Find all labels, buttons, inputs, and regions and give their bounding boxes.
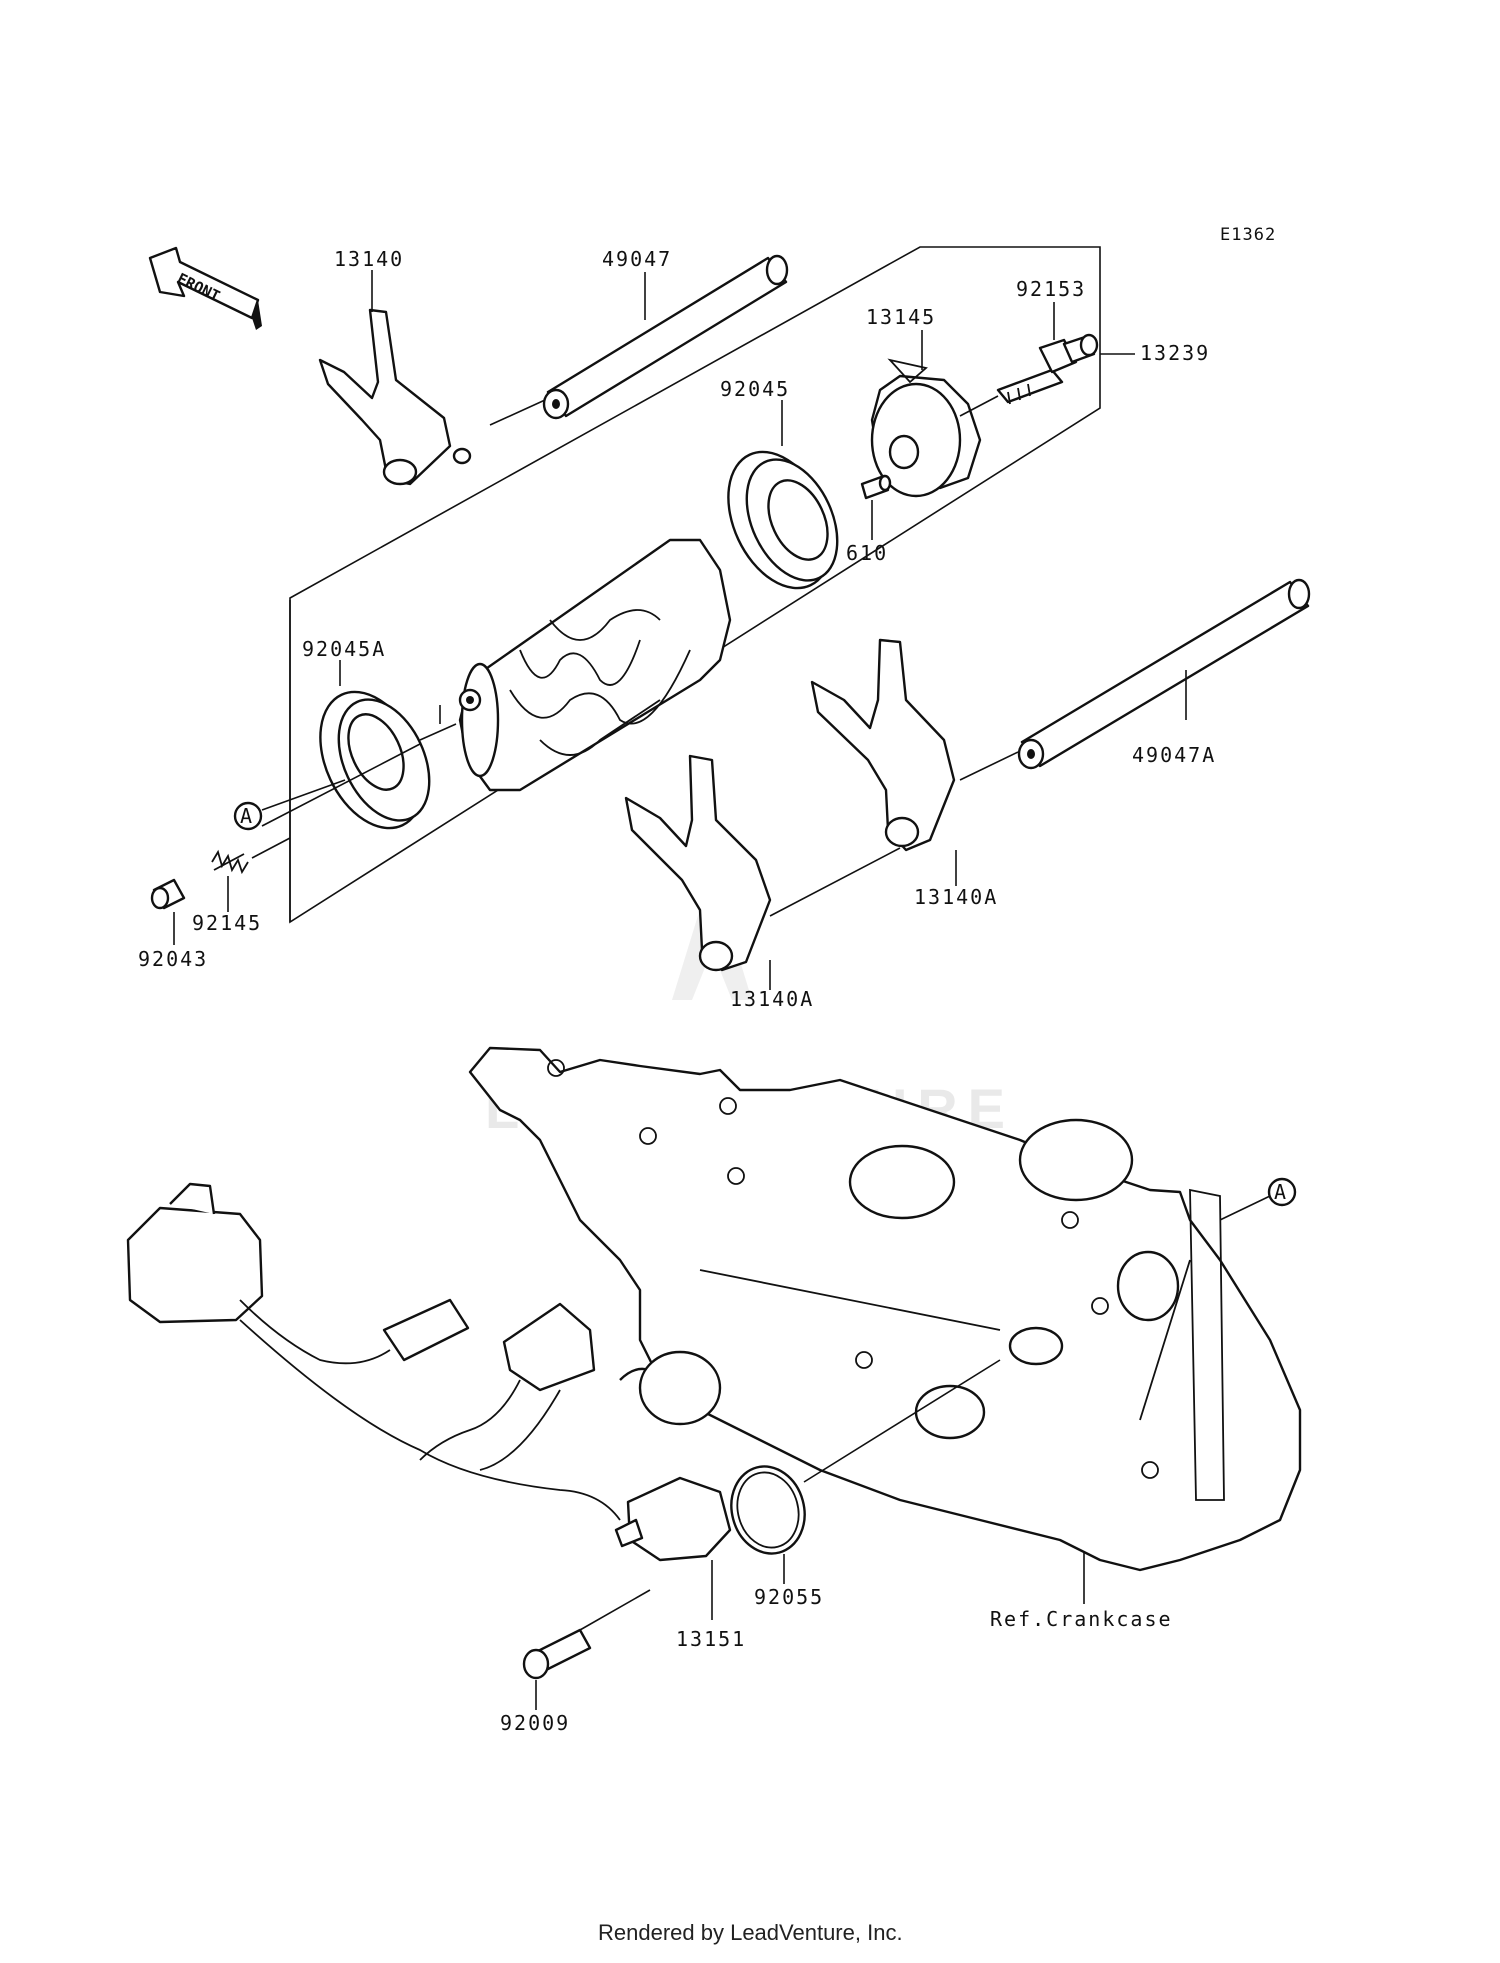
wiring-harness bbox=[126, 1182, 732, 1562]
label-92055: 92055 bbox=[754, 1585, 824, 1609]
label-13140A-right: 13140A bbox=[914, 885, 998, 909]
pin-610 bbox=[860, 474, 892, 500]
bearing-92045A bbox=[319, 690, 431, 830]
shift-fork-13140A-left bbox=[624, 754, 772, 972]
crankcase-outline bbox=[468, 1046, 1302, 1572]
shift-fork-13140 bbox=[318, 308, 472, 486]
shaft-49047 bbox=[542, 254, 789, 420]
label-ref-crankcase: Ref.Crankcase bbox=[990, 1607, 1173, 1631]
label-13140A-left: 13140A bbox=[730, 987, 814, 1011]
label-a-left: A bbox=[240, 804, 254, 828]
reference-a-left bbox=[233, 801, 263, 831]
plunger-92043 bbox=[150, 878, 186, 910]
label-92043: 92043 bbox=[138, 947, 208, 971]
shaft-49047A bbox=[1017, 578, 1311, 770]
label-92009: 92009 bbox=[500, 1711, 570, 1735]
label-610: 610 bbox=[846, 541, 888, 565]
reference-a-right bbox=[1267, 1177, 1297, 1207]
oring-92055 bbox=[730, 1465, 806, 1555]
label-a-right: A bbox=[1274, 1180, 1288, 1204]
label-13239: 13239 bbox=[1140, 341, 1210, 365]
bearing-92045 bbox=[727, 450, 839, 590]
spring-92145 bbox=[211, 849, 249, 875]
shift-cam-13145 bbox=[870, 358, 982, 498]
label-92045: 92045 bbox=[720, 377, 790, 401]
label-49047A: 49047A bbox=[1132, 743, 1216, 767]
label-49047: 49047 bbox=[602, 247, 672, 271]
shift-fork-13140A-right bbox=[810, 638, 956, 852]
label-13140: 13140 bbox=[334, 247, 404, 271]
screw-92009 bbox=[522, 1628, 592, 1680]
diagram-code: E1362 bbox=[1220, 225, 1276, 245]
label-92045A: 92045A bbox=[302, 637, 386, 661]
footer-credit: Rendered by LeadVenture, Inc. bbox=[598, 1920, 903, 1945]
label-13145: 13145 bbox=[866, 305, 936, 329]
label-13151: 13151 bbox=[676, 1627, 746, 1651]
label-92153: 92153 bbox=[1016, 277, 1086, 301]
label-92145: 92145 bbox=[192, 911, 262, 935]
bolt-92153 bbox=[996, 333, 1099, 405]
shift-drum bbox=[458, 538, 732, 792]
front-arrow-icon: FRONT bbox=[148, 246, 262, 330]
